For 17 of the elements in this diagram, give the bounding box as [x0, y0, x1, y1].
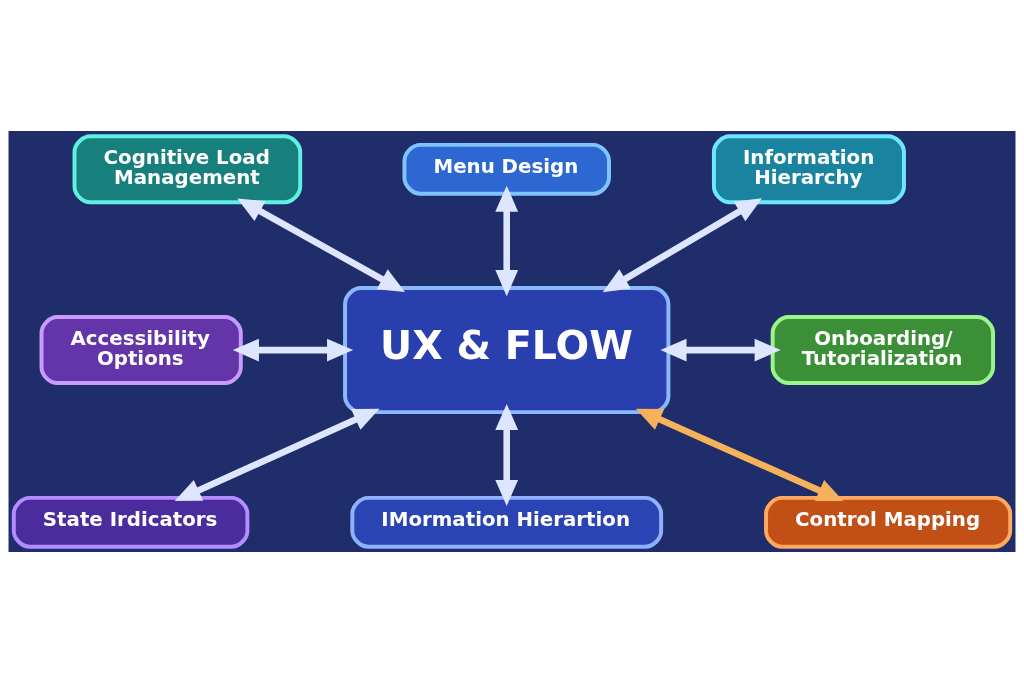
- node-box: Menu Design: [402, 142, 611, 196]
- arrow: [495, 403, 519, 506]
- node-box: Onboarding/ Tutorialization: [770, 315, 996, 386]
- node-box: State Irdicators: [11, 495, 250, 549]
- arrow: [237, 198, 405, 292]
- arrow: [174, 408, 380, 502]
- arrow: [635, 408, 844, 502]
- node-box: UX & FLOW: [343, 286, 671, 415]
- node-box: Cognitive Load Management: [72, 134, 303, 205]
- arrow: [660, 338, 781, 362]
- arrow: [495, 185, 519, 297]
- arrow: [232, 338, 354, 362]
- arrow: [602, 198, 762, 293]
- node-box: Accessibility Options: [39, 315, 243, 386]
- node-box: Control Mapping: [764, 495, 1013, 549]
- node-box: IMormation Hierartion: [350, 495, 664, 549]
- node-box: Information Hierarchy: [711, 134, 906, 205]
